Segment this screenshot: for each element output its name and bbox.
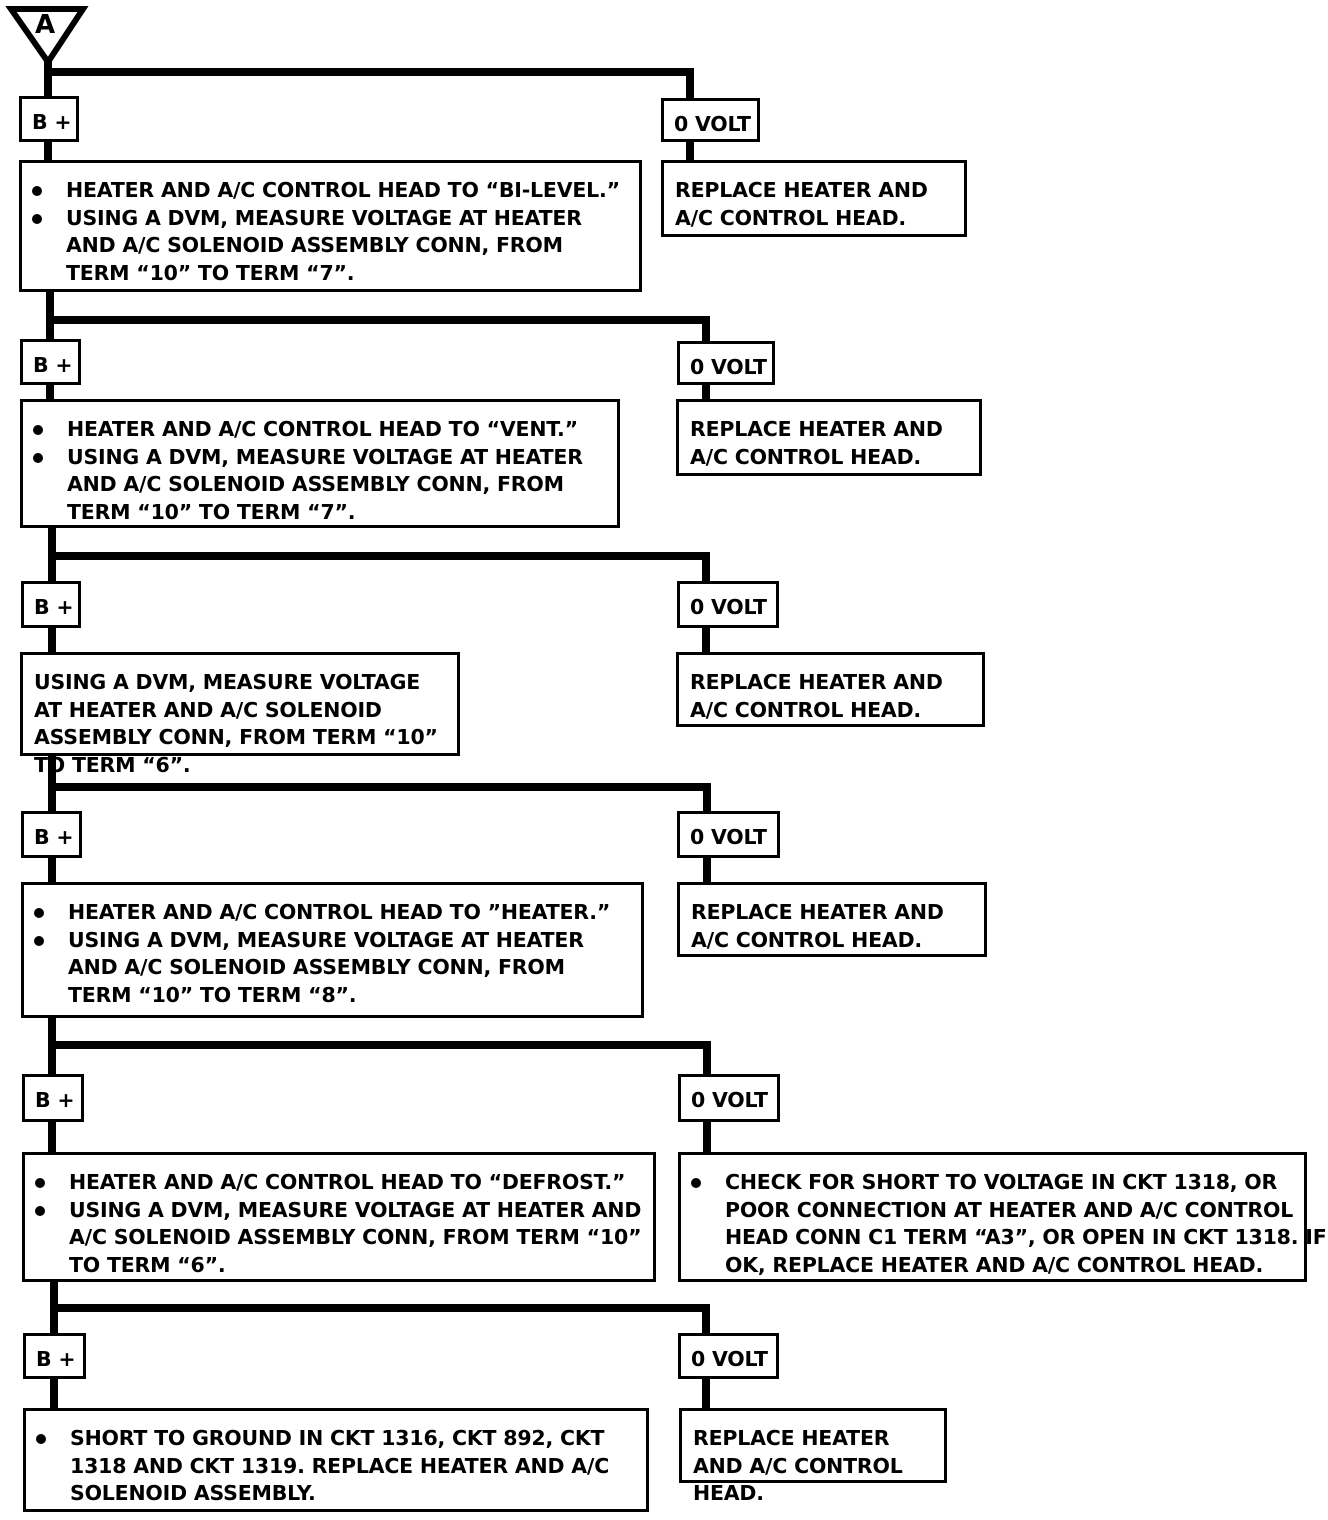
connector-split-2 <box>46 290 710 342</box>
start-marker-label: A <box>35 10 56 40</box>
bullet-dot <box>32 186 42 196</box>
connector-stage-2 <box>46 384 710 401</box>
result-box-4: REPLACE HEATER AND A/C CONTROL HEAD. <box>677 882 987 957</box>
action-box-1: HEATER AND A/C CONTROL HEAD TO “BI-LEVEL… <box>19 160 642 292</box>
bullet-dot <box>35 1205 45 1216</box>
result-box-6: REPLACE HEATER AND A/C CONTROL HEAD. <box>679 1408 947 1505</box>
connector-stage-5 <box>48 1121 711 1154</box>
yes-label-5: B + <box>22 1074 84 1122</box>
action-box-2: HEATER AND A/C CONTROL HEAD TO “VENT.” U… <box>20 399 620 528</box>
connector-split-3 <box>48 527 710 583</box>
start-marker-triangle <box>5 5 89 68</box>
bullet-dot <box>32 213 42 224</box>
action-box-4: HEATER AND A/C CONTROL HEAD TO ”HEATER.”… <box>21 882 644 1018</box>
bullet-dot <box>33 452 43 463</box>
no-label-2: 0 VOLT <box>677 341 775 385</box>
no-label-1: 0 VOLT <box>661 98 760 142</box>
no-label-3: 0 VOLT <box>677 581 779 628</box>
bullet-dot <box>36 1434 46 1444</box>
yes-label-1: B + <box>19 96 79 142</box>
yes-label-3: B + <box>21 581 81 628</box>
yes-label-6: B + <box>23 1333 86 1379</box>
bullet-dot <box>33 425 43 435</box>
bullet-dot <box>691 1178 701 1188</box>
result-box-2: REPLACE HEATER AND A/C CONTROL HEAD. <box>676 399 982 476</box>
connector-start <box>44 58 694 98</box>
result-box-1: REPLACE HEATER AND A/C CONTROL HEAD. <box>661 160 967 237</box>
no-label-5: 0 VOLT <box>678 1074 780 1122</box>
action-box-3: USING A DVM, MEASURE VOLTAGE AT HEATER A… <box>20 652 460 777</box>
yes-label-2: B + <box>20 339 81 385</box>
connector-stage-4 <box>48 857 711 884</box>
action-box-5: HEATER AND A/C CONTROL HEAD TO “DEFROST.… <box>22 1152 656 1282</box>
no-label-4: 0 VOLT <box>677 811 780 858</box>
connector-split-5 <box>48 1016 711 1076</box>
result-box-3: REPLACE HEATER AND A/C CONTROL HEAD. <box>676 652 985 727</box>
connector-stage-3 <box>48 627 710 654</box>
bullet-dot <box>35 1178 45 1188</box>
connector-split-4 <box>48 755 711 814</box>
connector-split-6 <box>50 1280 710 1335</box>
no-label-6: 0 VOLT <box>678 1333 779 1379</box>
yes-label-4: B + <box>21 811 82 858</box>
bullet-dot <box>34 935 44 946</box>
connector-stage-6 <box>50 1378 710 1410</box>
bullet-dot <box>34 908 44 918</box>
connector-stage-1 <box>44 140 694 162</box>
result-box-5: CHECK FOR SHORT TO VOLTAGE IN CKT 1318, … <box>678 1152 1327 1282</box>
action-box-6: SHORT TO GROUND IN CKT 1316, CKT 892, CK… <box>23 1408 649 1512</box>
